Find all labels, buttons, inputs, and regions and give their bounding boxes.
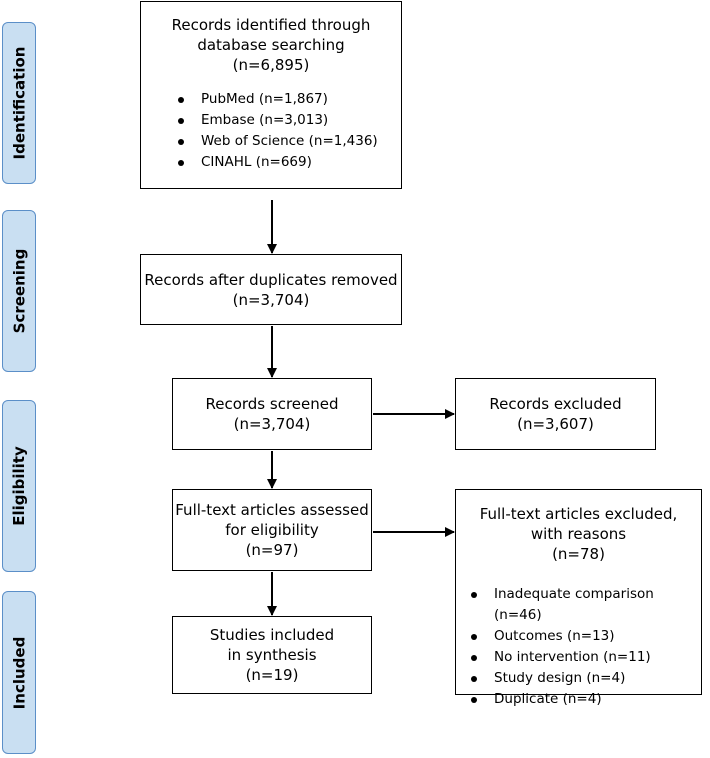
list-item: Outcomes (n=13) <box>468 626 701 647</box>
identified-line1: Records identified through <box>171 16 371 34</box>
phase-included: Included <box>2 591 36 754</box>
included-line1: Studies included <box>209 626 335 644</box>
phase-screening: Screening <box>2 210 36 372</box>
list-item: PubMed (n=1,867) <box>175 89 401 110</box>
phase-screening-label: Screening <box>10 248 28 334</box>
included-box: Studies included in synthesis (n=19) <box>172 616 372 694</box>
excluded-box: Records excluded (n=3,607) <box>455 378 656 450</box>
fulltext-excluded-line2: with reasons <box>530 525 627 543</box>
identified-box: Records identified through database sear… <box>140 1 402 189</box>
excluded-label: Records excluded <box>489 395 622 413</box>
identified-sources-list: PubMed (n=1,867) Embase (n=3,013) Web of… <box>175 89 401 173</box>
list-item: No intervention (n=11) <box>468 647 701 668</box>
list-item: Web of Science (n=1,436) <box>175 131 401 152</box>
screened-label: Records screened <box>205 395 339 413</box>
phase-eligibility: Eligibility <box>2 400 36 572</box>
fulltext-assessed-box: Full-text articles assessed for eligibil… <box>172 489 372 571</box>
phase-identification-label: Identification <box>10 46 29 160</box>
list-item: Duplicate (n=4) <box>468 689 701 710</box>
included-line2: in synthesis <box>227 646 317 664</box>
list-item: Inadequate comparison (n=46) <box>468 584 701 626</box>
fulltext-excluded-reasons-list: Inadequate comparison (n=46) Outcomes (n… <box>468 584 701 710</box>
fulltext-excluded-box: Full-text articles excluded, with reason… <box>455 489 702 707</box>
fulltext-assessed-line2: for eligibility <box>225 521 319 539</box>
list-item: CINAHL (n=669) <box>175 152 401 173</box>
screened-box: Records screened (n=3,704) <box>172 378 372 450</box>
phase-identification: Identification <box>2 22 36 184</box>
duplicates-removed-box: Records after duplicates removed (n=3,70… <box>140 254 402 325</box>
phase-eligibility-label: Eligibility <box>10 446 28 526</box>
fulltext-assessed-count: (n=97) <box>245 541 299 559</box>
phase-included-label: Included <box>10 636 28 709</box>
list-item: Study design (n=4) <box>468 668 701 689</box>
identified-count: (n=6,895) <box>232 56 310 74</box>
included-count: (n=19) <box>245 666 299 684</box>
fulltext-excluded-line1: Full-text articles excluded, <box>479 505 678 523</box>
list-item: Embase (n=3,013) <box>175 110 401 131</box>
screened-count: (n=3,704) <box>233 415 311 433</box>
fulltext-excluded-count: (n=78) <box>552 545 605 563</box>
duplicates-removed-count: (n=3,704) <box>232 290 310 309</box>
duplicates-removed-label: Records after duplicates removed <box>144 270 398 289</box>
excluded-count: (n=3,607) <box>517 415 594 433</box>
identified-line2: database searching <box>197 36 345 54</box>
fulltext-assessed-line1: Full-text articles assessed <box>175 501 369 519</box>
